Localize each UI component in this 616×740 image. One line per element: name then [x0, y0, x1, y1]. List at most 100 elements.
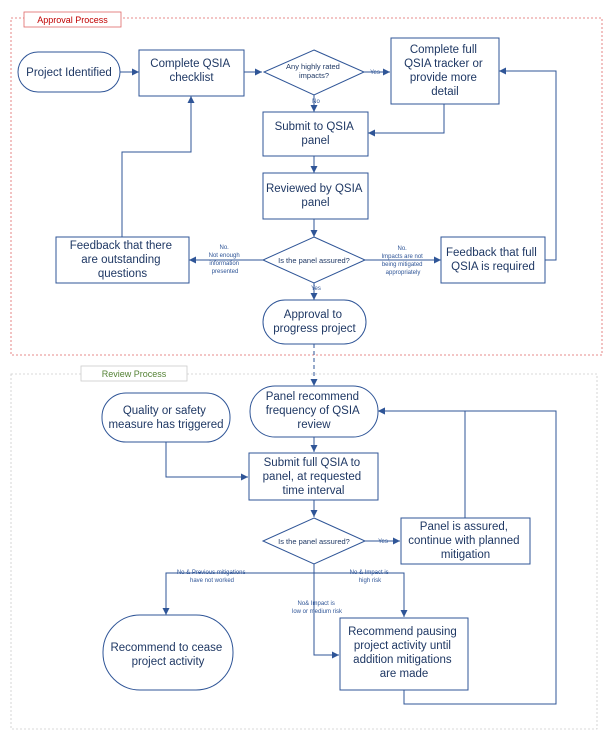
- panel-assured-node: [400, 517, 531, 565]
- complete-full-node: [390, 37, 500, 105]
- no-mitigated-line: No.: [397, 246, 407, 252]
- panel-assured-line: continue with planned: [408, 535, 519, 547]
- feedback-questions-node: [55, 236, 190, 284]
- approval-progress-node: [262, 299, 367, 345]
- assured-yes-label: Yes: [311, 286, 321, 292]
- svg-text:No & Previous mitigations: No & Previous mitigations have not worke…: [177, 570, 247, 584]
- svg-text:Submit full QSIA to panel,: Submit full QSIA to panel, at requested …: [263, 457, 365, 497]
- no-mitigated-line: Impacts are not: [381, 254, 423, 260]
- feedback-questions-line: Feedback that there: [70, 240, 172, 252]
- svg-text:Submit to QSIA panel: Submit to QSIA panel: [275, 121, 357, 147]
- connector: [121, 96, 195, 237]
- svg-text:Reviewed by QSIA panel: Reviewed by QSIA panel: [266, 183, 365, 209]
- panel-recommend-line: frequency of QSIA: [266, 405, 360, 417]
- svg-text:No. Impacts are not be: No. Impacts are not being mitigated appr…: [381, 246, 424, 276]
- no-mitigated-line: being mitigated: [382, 262, 423, 268]
- submit-full-line: Submit full QSIA to: [264, 457, 361, 469]
- complete-full-line: detail: [431, 86, 459, 98]
- svg-text:Feedback that full QSIA is: Feedback that full QSIA is required: [446, 247, 540, 273]
- svg-text:Complete full QSIA tracker: Complete full QSIA tracker or provide mo…: [404, 44, 486, 98]
- panel-recommend-line: Panel recommend: [266, 391, 359, 403]
- reviewed-panel-line: panel: [301, 197, 329, 209]
- feedback-full-line: QSIA is required: [451, 261, 535, 273]
- svg-text:Complete QSIA checklist: Complete QSIA checklist: [150, 58, 232, 84]
- approval-progress-line: Approval to: [284, 309, 342, 321]
- no-info-line: No.: [219, 245, 229, 251]
- complete-checklist-line: checklist: [169, 72, 214, 84]
- impacts-decision-line: Any highly rated: [286, 62, 340, 71]
- svg-text:Recommend pausing project: Recommend pausing project activity until…: [348, 626, 460, 680]
- review-assured-yes-label: Yes: [378, 539, 388, 545]
- complete-full-line: QSIA tracker or: [404, 58, 483, 70]
- svg-text:No. Not enough informa: No. Not enough information presented: [209, 245, 242, 275]
- connector: [162, 564, 315, 615]
- review-process-tab: [80, 365, 188, 382]
- reviewed-panel-line: Reviewed by QSIA: [266, 183, 363, 195]
- submit-full-node: [248, 452, 379, 501]
- no-previous-line: No & Previous mitigations: [177, 570, 246, 576]
- connector: [313, 573, 339, 659]
- submit-full-line: panel, at requested: [263, 471, 361, 483]
- reviewed-panel-node: [262, 172, 369, 220]
- complete-full-line: Complete full: [410, 44, 477, 56]
- panel-recommend-line: review: [297, 419, 331, 431]
- submit-panel-line: panel: [301, 135, 329, 147]
- impacts-decision-line: impacts?: [299, 71, 329, 80]
- recommend-cease-line: Recommend to cease: [110, 642, 222, 654]
- no-low-line: No& Impact is: [297, 601, 334, 607]
- no-info-line: Not enough: [209, 253, 240, 259]
- feedback-full-line: Feedback that full: [446, 247, 537, 259]
- panel-assured-line: Panel is assured,: [420, 521, 508, 533]
- recommend-cease-node: [102, 614, 234, 691]
- complete-full-line: provide more: [410, 72, 477, 84]
- no-previous-line: have not worked: [190, 578, 234, 584]
- approval-progress-line: progress project: [273, 323, 356, 335]
- svg-text:Feedback that there are ou: Feedback that there are outstanding ques…: [70, 240, 176, 280]
- no-low-line: low or medium risk: [292, 609, 343, 615]
- connector: [499, 67, 557, 261]
- submit-full-line: time interval: [283, 485, 345, 497]
- impacts-no-label: No: [312, 99, 320, 105]
- impacts-decision-node: [262, 49, 366, 96]
- svg-text:Quality or safety measure: Quality or safety measure has triggered: [108, 405, 223, 431]
- svg-text:Approval to progress proje: Approval to progress project: [273, 309, 356, 335]
- svg-text:No& Impact is low or mediu: No& Impact is low or medium risk: [292, 601, 343, 615]
- connector: [368, 104, 445, 137]
- panel-recommend-node: [249, 385, 379, 438]
- panel-assured-line: mitigation: [441, 549, 490, 561]
- review-assured-decision-node: [261, 517, 367, 565]
- no-mitigated-line: appropriately: [386, 270, 421, 276]
- feedback-questions-line: are outstanding: [81, 254, 160, 266]
- assured-decision-node: [261, 236, 367, 284]
- review-process-title: Review Process: [102, 369, 167, 379]
- svg-text:Any highly rated impacts?: Any highly rated impacts?: [286, 62, 342, 80]
- connector: [378, 407, 557, 705]
- approval-process-tab: [23, 11, 122, 28]
- complete-checklist-line: Complete QSIA: [150, 58, 230, 70]
- recommend-pause-node: [339, 617, 469, 691]
- no-high-line: No & Impact is: [350, 570, 389, 576]
- connector: [165, 442, 248, 481]
- review-assured-decision-label: Is the panel assured?: [278, 537, 350, 546]
- recommend-pause-line: project activity until: [354, 640, 451, 652]
- assured-decision-label: Is the panel assured?: [278, 256, 350, 265]
- project-identified-label: Project Identified: [26, 67, 112, 79]
- svg-text:Panel recommend frequency: Panel recommend frequency of QSIA review: [266, 391, 363, 431]
- recommend-pause-line: are made: [380, 668, 429, 680]
- quality-trigger-line: Quality or safety: [123, 405, 206, 417]
- no-info-line: presented: [212, 269, 239, 275]
- recommend-pause-line: Recommend pausing: [348, 626, 457, 638]
- recommend-pause-line: addition mitigations: [353, 654, 452, 666]
- submit-panel-node: [262, 111, 369, 157]
- submit-panel-line: Submit to QSIA: [275, 121, 355, 133]
- recommend-cease-line: project activity: [132, 656, 205, 668]
- no-high-line: high risk: [359, 578, 382, 584]
- project-identified-node: [17, 51, 121, 93]
- review-process-container: [10, 373, 598, 730]
- approval-process-title: Approval Process: [37, 15, 108, 25]
- impacts-yes-label: Yes: [370, 70, 380, 76]
- svg-text:Panel is assured, continue: Panel is assured, continue with planned …: [408, 521, 522, 561]
- complete-checklist-node: [138, 49, 245, 97]
- svg-text:No & Impact is high risk: No & Impact is high risk: [350, 570, 391, 584]
